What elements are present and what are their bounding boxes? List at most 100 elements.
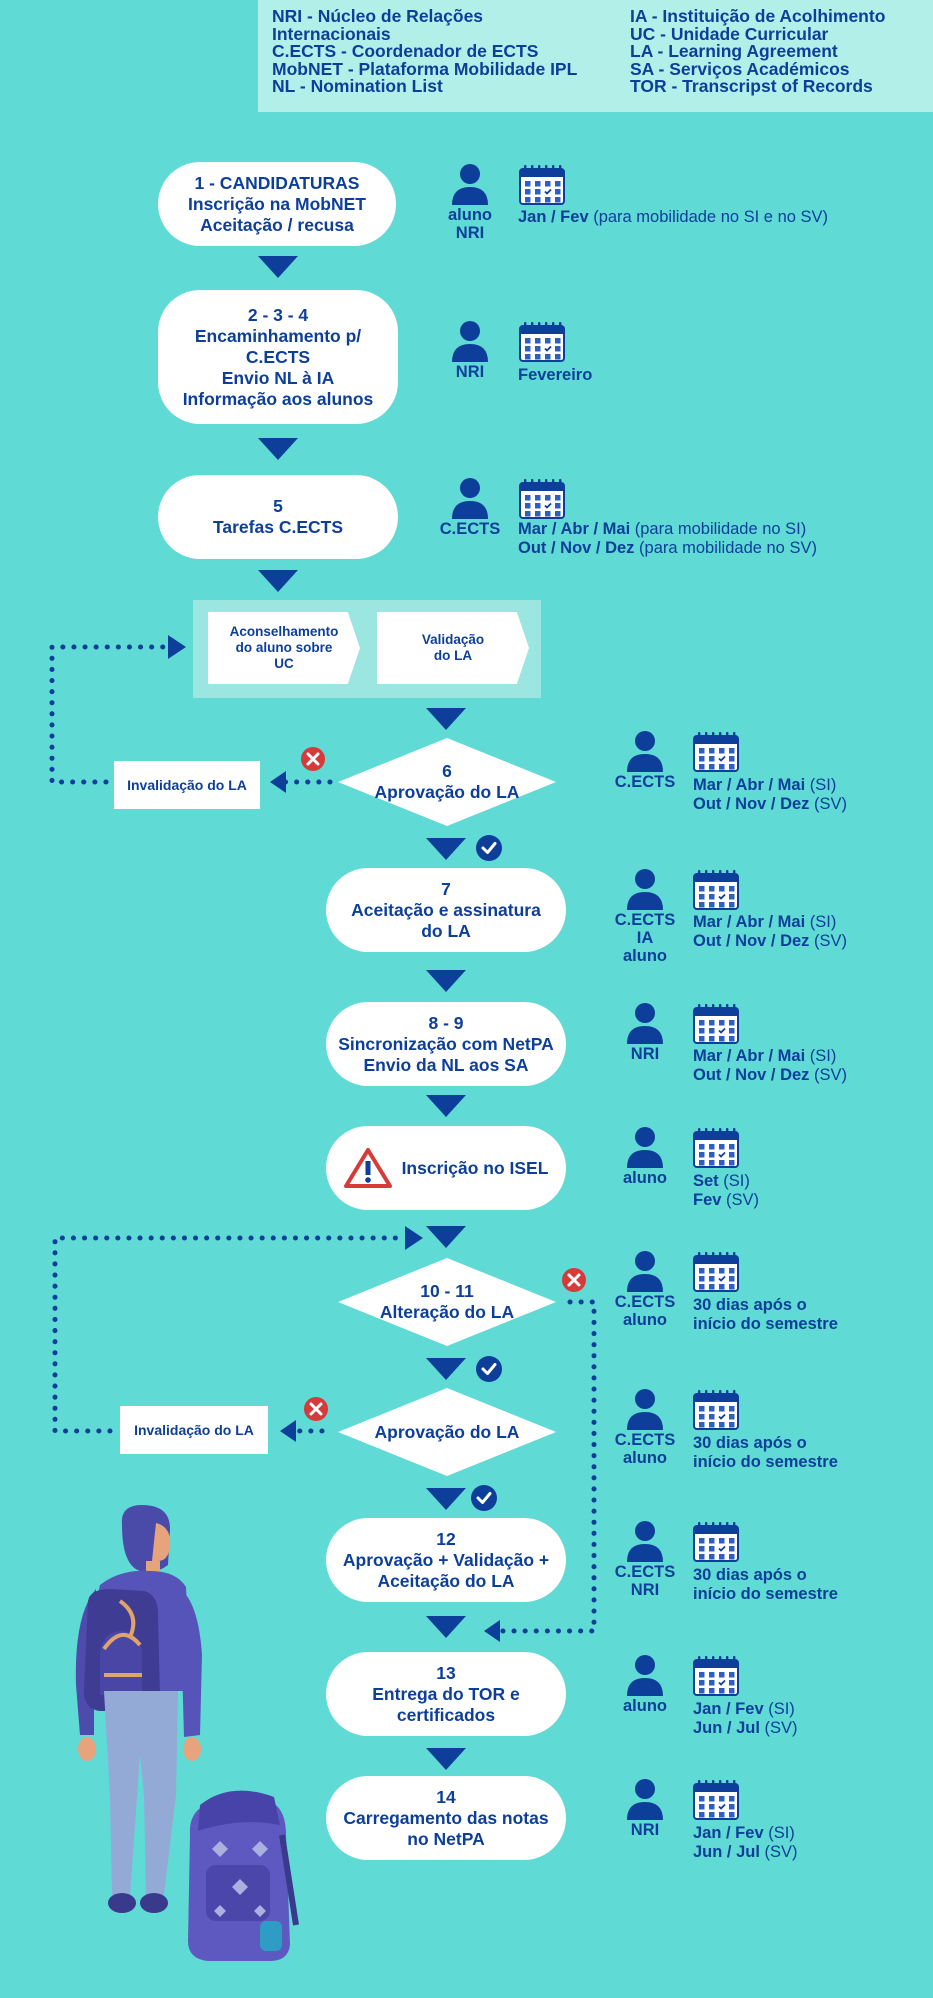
calendar-icon — [693, 1252, 739, 1292]
flow-arrow — [258, 570, 298, 592]
reject-icon — [562, 1268, 586, 1292]
role-line: aluno — [623, 1311, 667, 1329]
role-line: C.ECTS — [439, 520, 501, 538]
schedule-period: Jan / Fev — [693, 1824, 764, 1842]
diamond-shape — [338, 738, 556, 826]
step-line: Inscrição no ISEL — [401, 1157, 549, 1178]
role-line: C.ECTS — [614, 1293, 676, 1311]
skip-line — [497, 1299, 597, 1634]
schedule-line: início do semestre — [693, 1585, 838, 1604]
schedule-line: 30 dias após o — [693, 1296, 838, 1315]
person-icon — [625, 868, 665, 910]
step-1-candidaturas: 1 - CANDIDATURAS Inscrição na MobNET Ace… — [158, 162, 396, 246]
schedule-text: Set (SI)Fev (SV) — [693, 1172, 759, 1209]
step-line: 13 — [436, 1662, 456, 1683]
invalidation-tag-2: Invalidação do LA — [120, 1406, 268, 1454]
step-line: Aprovação do LA — [374, 782, 520, 802]
schedule-period: Set — [693, 1172, 719, 1190]
schedule-period: Mar / Abr / Mai — [518, 520, 631, 538]
diamond-shape — [338, 1388, 556, 1476]
schedule-period: Out / Nov / Dez — [693, 931, 810, 950]
step-line: 5 — [273, 496, 283, 516]
person-icon — [450, 477, 490, 519]
schedule-line: 30 dias após o — [693, 1434, 838, 1453]
step-line: certificados — [396, 1704, 496, 1725]
schedule-period: Jun / Jul — [693, 1842, 760, 1861]
traveler-illustration — [75, 1505, 299, 1961]
schedule-period: Jan / Fev — [693, 1700, 764, 1718]
schedule-period: início do semestre — [693, 1314, 838, 1333]
schedule-text: Mar / Abr / Mai (para mobilidade no SI)O… — [518, 520, 817, 557]
role-line: C.ECTS — [614, 911, 676, 929]
role-line: NRI — [630, 1045, 660, 1063]
step-line: Informação aos alunos — [182, 388, 374, 409]
legend-item: UC - Unidade Curricular — [630, 23, 829, 44]
legend-item: Internacionais — [272, 23, 391, 44]
schedule-period: Mar / Abr / Mai — [693, 1047, 806, 1065]
chevron-line: UC — [274, 656, 294, 671]
calendar-icon — [693, 1780, 739, 1820]
schedule-note: (SI) — [763, 1700, 795, 1718]
schedule-note: (para mobilidade no SV) — [634, 538, 817, 557]
schedule-line: Jan / Fev (para mobilidade no SI e no SV… — [518, 208, 828, 227]
role-label: NRI — [605, 1045, 685, 1063]
invalidation-tag-1: Invalidação do LA — [114, 761, 260, 809]
step-12-aprovacao: 12 Aprovação + Validação + Aceitação do … — [326, 1518, 566, 1602]
role-line: aluno — [623, 947, 667, 965]
schedule-period: Out / Nov / Dez — [693, 1065, 810, 1084]
schedule-note: (SV) — [759, 1718, 798, 1737]
schedule-period: Mar / Abr / Mai — [693, 776, 806, 794]
step-line: 1 - CANDIDATURAS — [194, 172, 360, 193]
schedule-period: 30 dias após o — [693, 1566, 807, 1584]
flow-arrow — [426, 1748, 466, 1770]
person-icon — [450, 320, 490, 362]
loop-back-line — [52, 1235, 408, 1434]
role-label: NRI — [430, 363, 510, 381]
schedule-line: Mar / Abr / Mai (para mobilidade no SI) — [518, 520, 817, 539]
schedule-period: Jan / Fev — [518, 208, 589, 226]
arrow-head — [280, 1420, 296, 1442]
calendar-icon — [693, 1128, 739, 1168]
schedule-note: (SV) — [721, 1190, 760, 1209]
schedule-line: Fev (SV) — [693, 1191, 759, 1210]
person-icon — [625, 1002, 665, 1044]
schedule-period: 30 dias após o — [693, 1296, 807, 1314]
step-line: Sincronização com NetPA — [338, 1033, 554, 1054]
schedule-period: Mar / Abr / Mai — [693, 913, 806, 931]
chevron-line: Validação — [421, 632, 485, 647]
flow-arrow — [426, 838, 466, 860]
step-6-decision: 6 Aprovação do LA — [338, 738, 556, 826]
role-label: aluno — [605, 1697, 685, 1715]
calendar-icon — [693, 1004, 739, 1044]
step-inscricao-isel: Inscrição no ISEL — [326, 1126, 566, 1210]
step-line: 2 - 3 - 4 — [247, 304, 309, 325]
arrow-head — [484, 1620, 500, 1642]
flow-arrow — [258, 438, 298, 460]
legend-panel: NRI - Núcleo de Relações Internacionais … — [258, 0, 933, 112]
flow-arrow — [426, 1616, 466, 1638]
schedule-period: Fev — [693, 1190, 722, 1209]
step-line: Entrega do TOR e — [372, 1683, 520, 1704]
chevron-line: Aconselhamento — [229, 624, 339, 639]
schedule-line: início do semestre — [693, 1453, 838, 1472]
schedule-period: 30 dias após o — [693, 1434, 807, 1452]
schedule-text: Mar / Abr / Mai (SI)Out / Nov / Dez (SV) — [693, 776, 847, 813]
schedule-line: Jan / Fev (SI) — [693, 1824, 798, 1843]
flow-arrow — [426, 1226, 466, 1248]
check-icon — [471, 1485, 497, 1511]
person-icon — [625, 1388, 665, 1430]
role-line: IA — [636, 929, 654, 947]
schedule-note: (SV) — [809, 1065, 848, 1084]
legend-item: MobNET - Plataforma Mobilidade IPL — [272, 58, 578, 79]
step-line: Aceitação / recusa — [200, 214, 354, 235]
arrow-head — [168, 635, 186, 659]
schedule-note: (SV) — [759, 1842, 798, 1861]
step-line: no NetPA — [407, 1828, 485, 1849]
step-line: Aprovação + Validação + — [342, 1549, 550, 1570]
flow-arrow — [426, 970, 466, 992]
